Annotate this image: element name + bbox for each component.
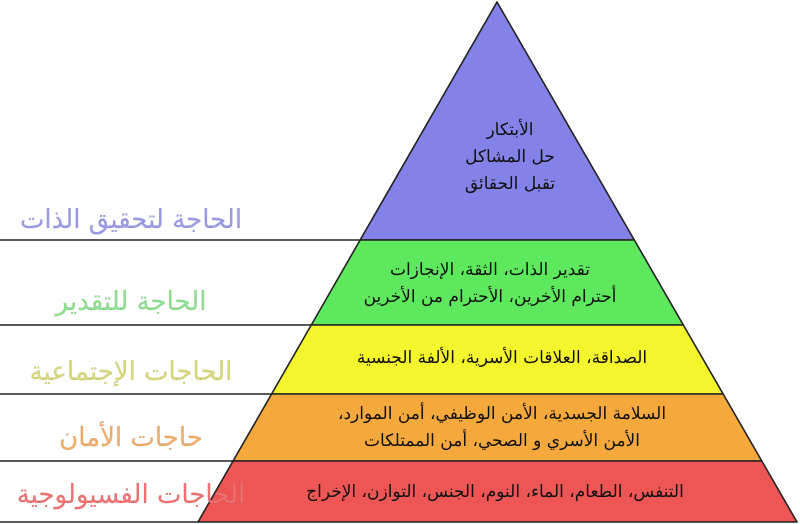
label-physiological: الحاجات الفسيولوجية (16, 480, 246, 510)
tier-line: الصداقة، العلاقات الأسرية، الألفة الجنسي… (356, 347, 648, 368)
tier-physiological (197, 460, 798, 523)
tier-text-safety: السلامة الجسدية، الأمن الوظيفي، أمن المو… (292, 401, 712, 455)
tier-text-self-actualization: الأبتكار حل المشاكل تقبل الحقائق (300, 117, 720, 198)
tier-line: حل المشاكل (465, 146, 555, 167)
tier-line: أحترام الأخرين، الأحترام من الأخرين (363, 287, 617, 307)
tier-text-esteem: تقدير الذات، الثقة، الإنجازات أحترام الأ… (280, 257, 700, 311)
label-social: الحاجات الإجتماعية (29, 357, 233, 387)
label-self-actualization: الحاجة لتحقيق الذات (19, 205, 243, 235)
tier-line: السلامة الجسدية، الأمن الوظيفي، أمن المو… (337, 404, 667, 424)
tier-line: الأمن الأسري و الصحي، أمن الممتلكات (364, 431, 640, 451)
tier-line: تقبل الحقائق (464, 173, 556, 194)
tier-line: التنفس، الطعام، الماء، النوم، الجنس، الت… (306, 481, 684, 502)
tier-line: تقدير الذات، الثقة، الإنجازات (389, 260, 591, 280)
tier-line: الأبتكار (486, 119, 534, 140)
tier-text-social: الصداقة، العلاقات الأسرية، الألفة الجنسي… (292, 345, 712, 372)
tier-text-physiological: التنفس، الطعام، الماء، النوم، الجنس، الت… (285, 479, 705, 506)
label-safety: حاجات الأمان (59, 423, 203, 453)
label-esteem: الحاجة للتقدير (55, 287, 207, 317)
